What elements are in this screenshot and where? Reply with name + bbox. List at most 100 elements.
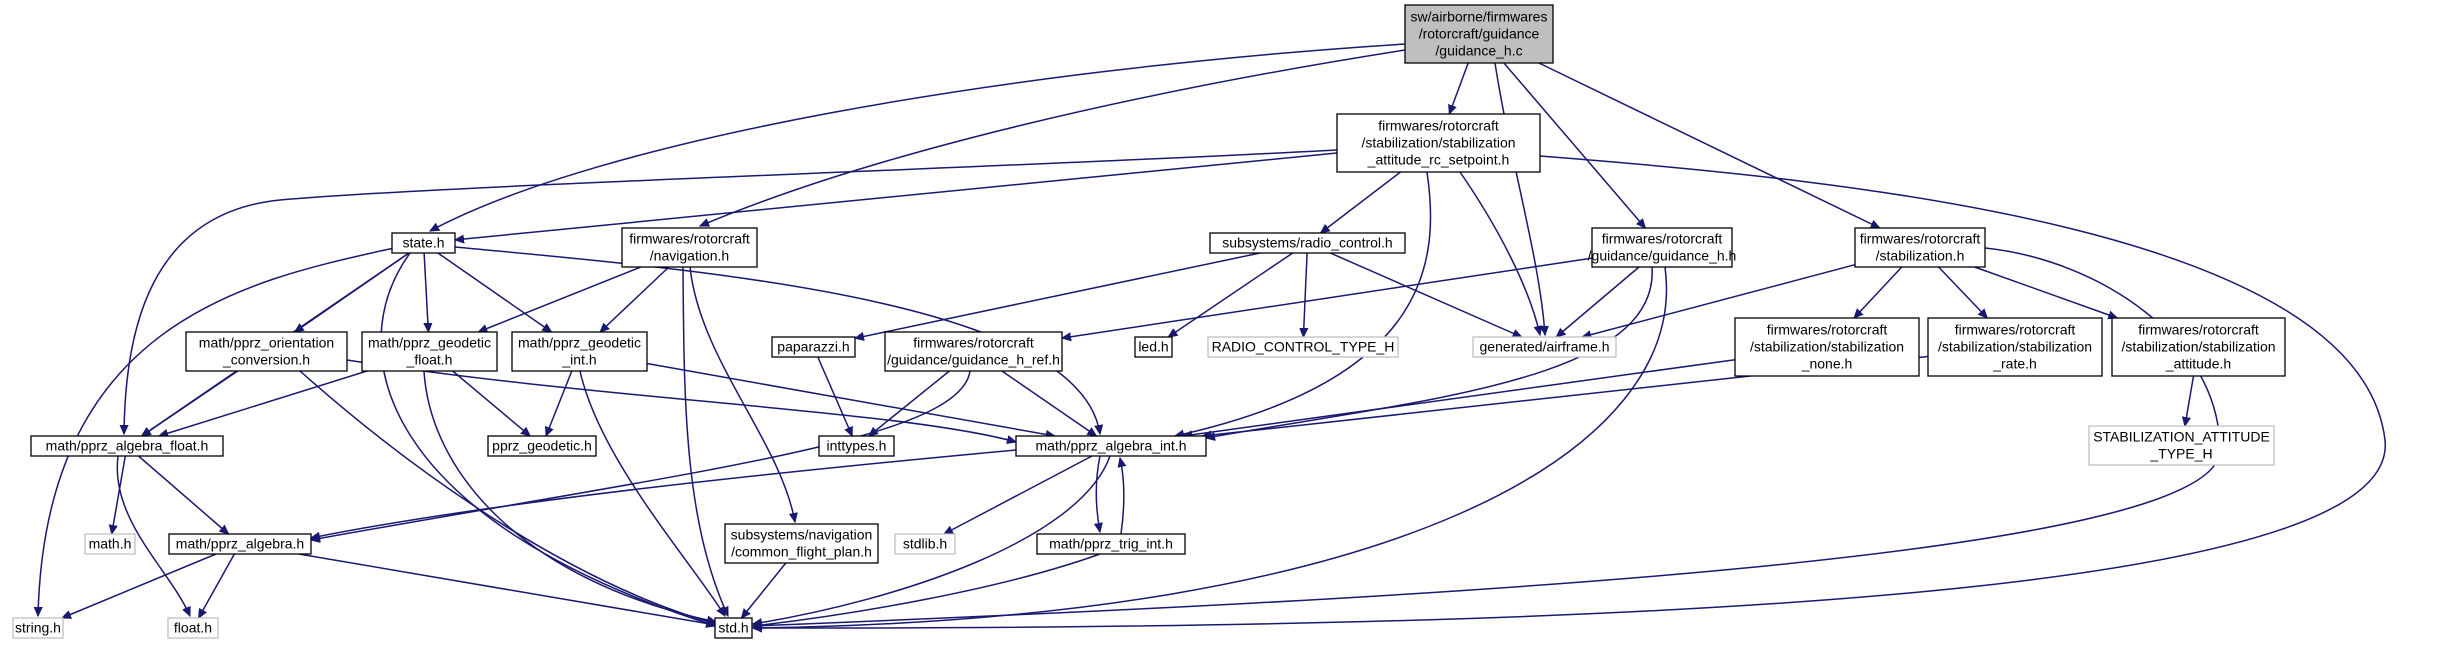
node-stab_rate[interactable]: firmwares/rotorcraft/stabilization/stabi… (1927, 317, 2103, 377)
node-stab_att_type[interactable]: STABILIZATION_ATTITUDE_TYPE_H (2088, 425, 2275, 466)
edge-geo_int-to-geodetic (546, 370, 573, 436)
edge-alg-to-string (62, 553, 217, 618)
node-airframe[interactable]: generated/airframe.h (1472, 336, 1617, 358)
node-label-geo_float: math/pprz_geodetic (368, 335, 491, 351)
node-box-guid_ref (884, 331, 1063, 372)
node-label-stab_att: /stabilization/stabilization (2121, 339, 2275, 355)
edge-stab_rc-to-state (455, 152, 1338, 240)
edge-stabilization-to-std (753, 247, 2221, 626)
node-label-stab_rc: firmwares/rotorcraft (1378, 118, 1499, 134)
node-label-root: /guidance_h.c (1435, 43, 1522, 59)
edge-stab_rc-to-alg_float (124, 149, 1338, 434)
node-label-guid_ref: /guidance/guidance_h_ref.h (887, 352, 1060, 368)
node-string[interactable]: string.h (12, 617, 64, 639)
node-label-orient: math/pprz_orientation (199, 335, 334, 351)
node-box-orient (185, 331, 348, 372)
node-label-stab_rate: _rate.h (1992, 356, 2037, 372)
node-box-rc_type (1207, 336, 1399, 358)
node-box-stdlib (894, 533, 956, 555)
node-led[interactable]: led.h (1134, 336, 1173, 358)
node-label-mathh: math.h (89, 536, 132, 552)
node-stab_att[interactable]: firmwares/rotorcraft/stabilization/stabi… (2111, 317, 2286, 377)
edge-guid_ref-to-alg (311, 370, 971, 540)
node-geo_int[interactable]: math/pprz_geodetic_int.h (511, 331, 648, 372)
node-float[interactable]: float.h (167, 617, 219, 639)
edge-stab_rc-to-alg_int (1175, 171, 1432, 436)
node-box-string (12, 617, 64, 639)
node-guid_ref[interactable]: firmwares/rotorcraft/guidance/guidance_h… (884, 331, 1063, 372)
node-label-alg_float: math/pprz_algebra_float.h (46, 438, 209, 454)
node-label-float: float.h (174, 620, 212, 636)
node-box-std (714, 617, 753, 639)
node-inttypes[interactable]: inttypes.h (818, 435, 895, 457)
node-common_fp[interactable]: subsystems/navigation/common_flight_plan… (724, 523, 879, 564)
node-label-navigation: firmwares/rotorcraft (629, 231, 750, 247)
node-rc_type[interactable]: RADIO_CONTROL_TYPE_H (1207, 336, 1399, 358)
node-label-root: sw/airborne/firmwares (1411, 9, 1548, 25)
node-root[interactable]: sw/airborne/firmwares/rotorcraft/guidanc… (1404, 4, 1554, 64)
edge-stabilization-to-stab_none (1854, 266, 1903, 318)
node-alg[interactable]: math/pprz_algebra.h (168, 533, 312, 555)
node-box-stab_att (2111, 317, 2286, 377)
node-stabilization[interactable]: firmwares/rotorcraft/stabilization.h (1854, 227, 1986, 268)
edge-stab_rc-to-radio (1321, 171, 1401, 233)
edge-stabilization-to-stab_att (1974, 266, 2118, 318)
node-label-alg: math/pprz_algebra.h (176, 536, 304, 552)
edge-stab_att-to-stab_att_type (2185, 375, 2195, 426)
edge-navigation-to-geo_float (478, 266, 642, 332)
edge-guidance_hh-to-alg_int (1206, 266, 1653, 438)
node-box-stab_rate (1927, 317, 2103, 377)
node-label-stab_rc: /stabilization/stabilization (1361, 135, 1515, 151)
edge-stab_rc-to-std (753, 155, 2386, 628)
node-state[interactable]: state.h (391, 232, 456, 254)
node-box-geodetic (487, 435, 597, 457)
edge-state-to-geo_float (424, 252, 428, 332)
edge-radio-to-rc_type (1303, 252, 1307, 337)
node-box-common_fp (724, 523, 879, 564)
node-label-guidance_hh: /guidance/guidance_h.h (1588, 248, 1737, 264)
edge-root-to-airframe (1494, 62, 1545, 335)
node-stab_rc[interactable]: firmwares/rotorcraft/stabilization/stabi… (1336, 113, 1541, 173)
node-label-common_fp: /common_flight_plan.h (731, 544, 872, 560)
node-orient[interactable]: math/pprz_orientation_conversion.h (185, 331, 348, 372)
node-box-mathh (84, 533, 136, 555)
node-guidance_hh[interactable]: firmwares/rotorcraft/guidance/guidance_h… (1588, 227, 1737, 268)
node-label-navigation: /navigation.h (650, 248, 729, 264)
node-navigation[interactable]: firmwares/rotorcraft/navigation.h (621, 227, 758, 268)
node-geodetic[interactable]: pprz_geodetic.h (487, 435, 597, 457)
node-box-alg_int (1015, 435, 1207, 457)
node-label-stab_rate: firmwares/rotorcraft (1955, 322, 2076, 338)
node-alg_int[interactable]: math/pprz_algebra_int.h (1015, 435, 1207, 457)
node-trig[interactable]: math/pprz_trig_int.h (1036, 533, 1186, 555)
edges-layer (38, 43, 2386, 628)
node-label-guid_ref: firmwares/rotorcraft (913, 335, 1034, 351)
edge-trig-to-alg_int (1120, 458, 1124, 535)
node-label-stab_none: firmwares/rotorcraft (1767, 322, 1888, 338)
node-alg_float[interactable]: math/pprz_algebra_float.h (30, 435, 224, 457)
edge-root-to-state (430, 43, 1406, 232)
node-box-led (1134, 336, 1173, 358)
nodes-layer: sw/airborne/firmwares/rotorcraft/guidanc… (12, 4, 2286, 639)
edge-paparazzi-to-inttypes (817, 356, 853, 436)
node-geo_float[interactable]: math/pprz_geodetic_float.h (361, 331, 498, 372)
edge-root-to-stab_rc (1449, 62, 1469, 114)
edge-alg_float-to-mathh (112, 455, 127, 534)
node-radio[interactable]: subsystems/radio_control.h (1209, 232, 1406, 254)
node-std[interactable]: std.h (714, 617, 753, 639)
edge-geo_int-to-alg_int (646, 362, 1055, 437)
edge-radio-to-paparazzi (855, 252, 1261, 338)
node-label-string: string.h (15, 620, 61, 636)
node-paparazzi[interactable]: paparazzi.h (771, 336, 856, 358)
edge-guid_ref-to-alg_int (1001, 370, 1097, 436)
node-label-radio: subsystems/radio_control.h (1222, 235, 1392, 251)
node-stab_none[interactable]: firmwares/rotorcraft/stabilization/stabi… (1734, 317, 1920, 377)
node-label-stab_rate: /stabilization/stabilization (1938, 339, 2092, 355)
node-mathh[interactable]: math.h (84, 533, 136, 555)
edge-alg_int-to-std (753, 455, 1111, 624)
edge-alg_float-to-float (116, 455, 191, 616)
node-stdlib[interactable]: stdlib.h (894, 533, 956, 555)
edge-geo_int-to-std (579, 370, 725, 616)
node-label-stab_att: firmwares/rotorcraft (2138, 322, 2259, 338)
node-box-state (391, 232, 456, 254)
node-label-rc_type: RADIO_CONTROL_TYPE_H (1212, 339, 1395, 355)
